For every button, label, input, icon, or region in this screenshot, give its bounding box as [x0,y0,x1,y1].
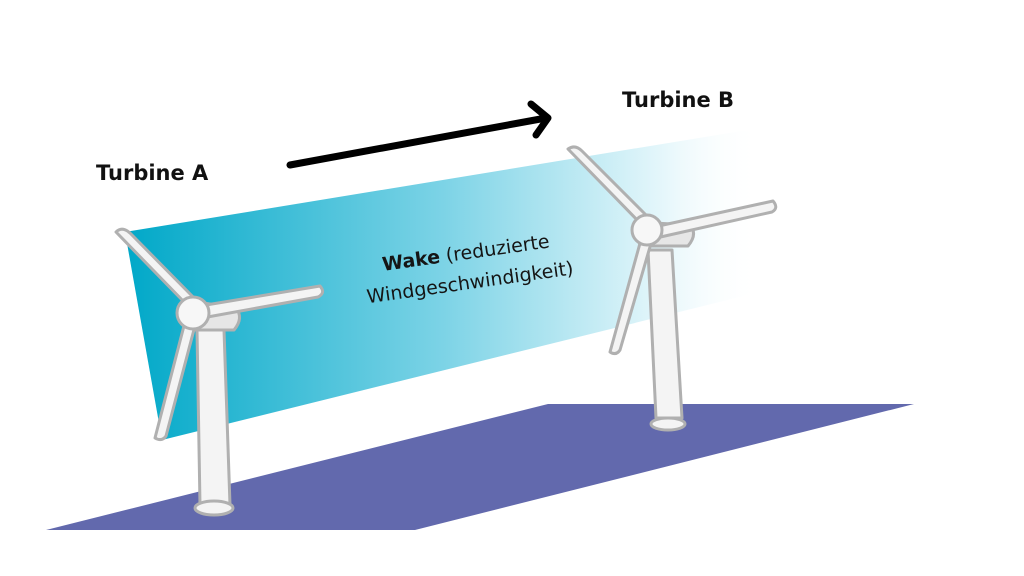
wake-band [125,128,760,440]
turbine-b [566,145,778,432]
turbine-a-label: Turbine A [96,161,209,185]
turbine-b-label: Turbine B [622,88,735,112]
wind-direction-arrow [286,100,552,169]
turbine-a [114,227,325,517]
wake-caption-bold: Wake [380,245,442,276]
ground-strip [46,404,914,530]
